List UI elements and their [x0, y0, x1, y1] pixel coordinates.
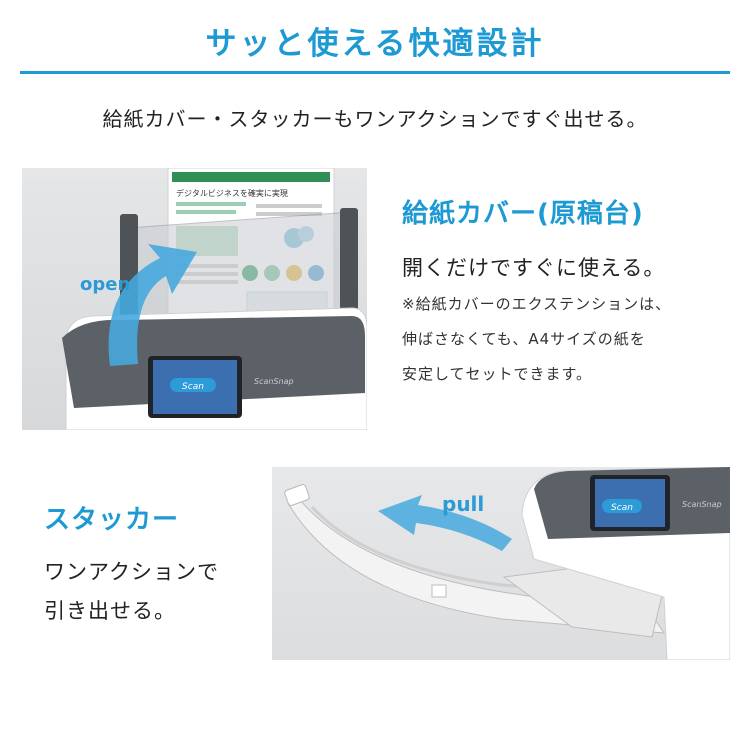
pull-arrow-icon — [378, 495, 512, 551]
scan-screen-button: Scan — [611, 503, 633, 513]
feed-cover-heading: 給紙カバー(原稿台) — [402, 199, 644, 229]
document-heading: デジタルビジネスを確実に実現 — [176, 188, 288, 198]
scanner-illustration-open: デジタルビジネスを確実に実現 Scan ScanSnap open — [62, 168, 367, 430]
stacker-body-line: ワンアクションで — [44, 560, 219, 584]
open-label: open — [80, 274, 130, 295]
stacker-body-line: 引き出せる。 — [44, 599, 176, 623]
stacker-photo: Scan ScanSnap pull — [272, 467, 730, 660]
scanner-illustration-stacker: Scan ScanSnap pull — [284, 467, 730, 660]
title-underline — [20, 71, 730, 74]
feed-cover-body: 開くだけですぐに使える。 — [402, 256, 666, 280]
page-subtitle: 給紙カバー・スタッカーもワンアクションですぐ出せる。 — [102, 107, 648, 131]
feed-cover-photo: デジタルビジネスを確実に実現 Scan ScanSnap open — [22, 168, 367, 430]
feed-cover-note-line: 安定してセットできます。 — [402, 365, 593, 383]
pull-label: pull — [442, 492, 484, 516]
page-title: サッと使える快適設計 — [205, 26, 545, 62]
scanner-brand-label: ScanSnap — [682, 500, 722, 509]
feed-cover-note-line: ※給紙カバーのエクステンションは、 — [402, 295, 672, 313]
scan-screen-button: Scan — [182, 382, 204, 392]
open-arrow-icon — [108, 244, 197, 366]
feed-cover-note-line: 伸ばさなくても、A4サイズの紙を — [402, 330, 646, 348]
scanner-brand-label: ScanSnap — [254, 377, 294, 386]
stacker-heading: スタッカー — [44, 505, 180, 535]
